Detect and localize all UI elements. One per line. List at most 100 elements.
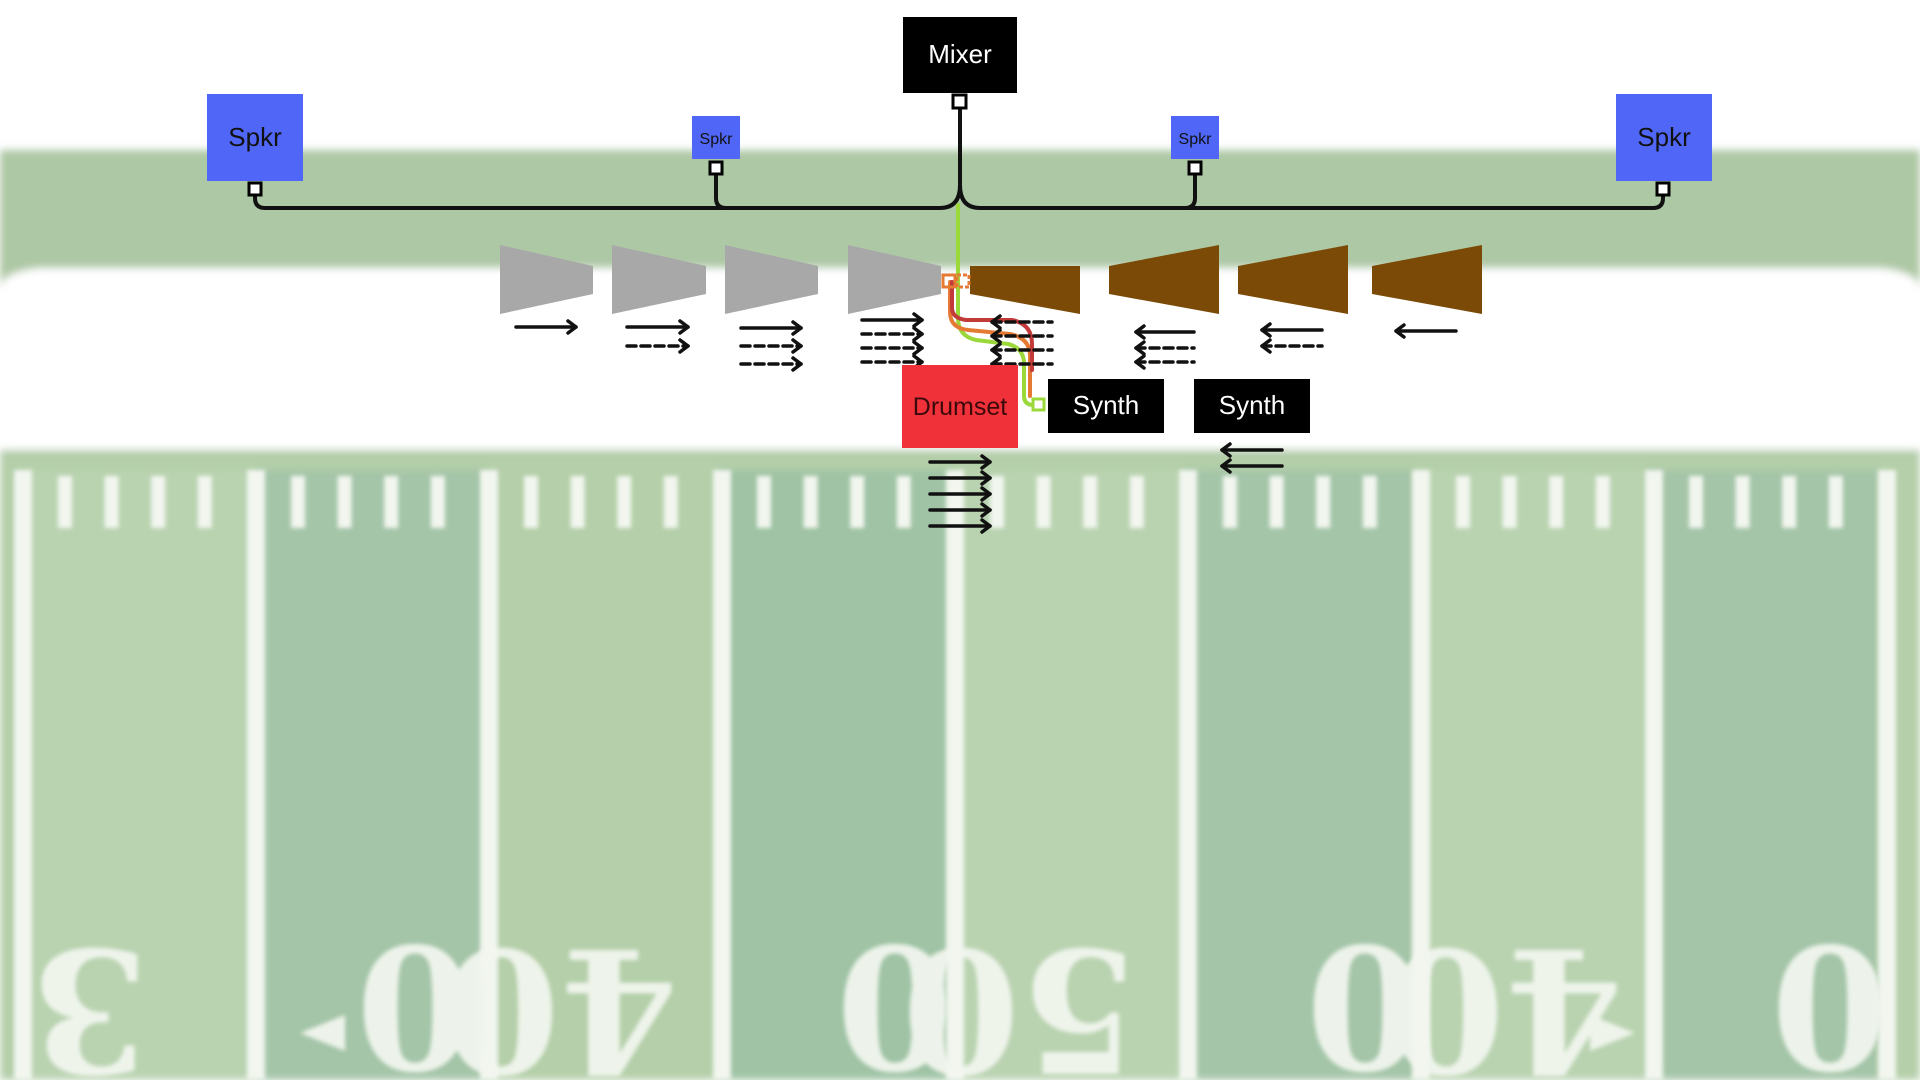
field-number: 0 xyxy=(356,911,474,1080)
arrow-left-icon xyxy=(1134,340,1196,356)
horn-icon xyxy=(1372,245,1482,314)
arrow-right-icon xyxy=(928,502,992,518)
hash-mark xyxy=(1782,476,1797,528)
hash-mark xyxy=(1549,476,1564,528)
hash-mark xyxy=(1083,476,1098,528)
synth-label: Synth xyxy=(1073,390,1140,420)
direction-arrow xyxy=(300,1015,345,1051)
connector-icon xyxy=(1187,160,1203,176)
hash-mark xyxy=(896,476,911,528)
speaker-label: Spkr xyxy=(1637,122,1691,152)
arrow-right-icon xyxy=(739,320,803,336)
hash-mark xyxy=(1362,476,1377,528)
horn-icon xyxy=(1109,245,1219,314)
direction-arrow xyxy=(1590,1015,1635,1051)
arrow-left-icon xyxy=(1134,324,1196,340)
horn-icon xyxy=(500,245,593,314)
synth-right[interactable]: Synth xyxy=(1194,379,1310,433)
hash-mark xyxy=(803,476,818,528)
arrow-right-icon xyxy=(860,340,924,356)
horn-array xyxy=(500,245,1482,314)
hash-mark xyxy=(1269,476,1284,528)
arrow-right-icon xyxy=(928,454,992,470)
hash-mark xyxy=(524,476,538,528)
speaker-label: Spkr xyxy=(700,131,734,148)
hash-mark xyxy=(151,476,166,528)
synth-left[interactable]: Synth xyxy=(1048,379,1164,433)
horn-icon xyxy=(725,245,818,314)
hash-mark xyxy=(197,476,212,528)
motion-arrows xyxy=(514,312,1458,534)
field-number: 0 xyxy=(1771,911,1889,1080)
field-number: 0 xyxy=(836,911,954,1080)
arrow-left-icon xyxy=(1260,338,1324,354)
arrow-left-icon xyxy=(1220,458,1284,474)
arrow-right-icon xyxy=(739,338,803,354)
arrow-right-icon xyxy=(860,312,924,328)
hash-mark xyxy=(1223,476,1237,528)
drumset-label: Drumset xyxy=(913,393,1008,421)
yard-lines xyxy=(14,470,1896,1080)
arrow-left-icon xyxy=(1220,442,1284,458)
speaker-small-left[interactable]: Spkr xyxy=(692,116,740,176)
arrow-right-icon xyxy=(625,338,690,354)
hash-mark xyxy=(990,476,1004,528)
field-number: 50 xyxy=(902,909,1139,1080)
horn-icon xyxy=(970,245,1080,314)
hash-mark xyxy=(337,476,352,528)
hash-mark xyxy=(1129,476,1144,528)
arrow-left-icon xyxy=(990,328,1054,344)
speaker-large-right[interactable]: Spkr xyxy=(1616,94,1712,197)
field-number: 40 xyxy=(1387,909,1624,1080)
arrow-right-icon xyxy=(514,319,578,335)
arrow-right-icon xyxy=(625,319,690,335)
hash-marks xyxy=(58,476,1843,528)
field-number: 40 xyxy=(442,909,679,1080)
arrow-right-icon xyxy=(928,518,992,534)
arrow-left-icon xyxy=(1134,354,1196,370)
hash-mark xyxy=(1502,476,1517,528)
arrow-right-icon xyxy=(928,470,992,486)
hash-mark xyxy=(1456,476,1470,528)
speaker-large-left[interactable]: Spkr xyxy=(207,94,303,197)
hash-mark xyxy=(757,476,771,528)
speaker-cables xyxy=(253,98,1665,210)
hash-mark xyxy=(1036,476,1051,528)
hash-mark xyxy=(104,476,119,528)
hash-mark xyxy=(850,476,865,528)
hash-mark xyxy=(384,476,399,528)
field-numbers: 3 0 40 0 50 0 40 0 xyxy=(31,909,1889,1080)
field-number: 3 xyxy=(31,909,149,1080)
hash-mark xyxy=(1689,476,1703,528)
hash-mark xyxy=(663,476,678,528)
horn-icon xyxy=(1238,245,1348,314)
connector-icon xyxy=(951,93,968,110)
connector-icon xyxy=(941,273,971,289)
mixer[interactable]: Mixer xyxy=(903,17,1017,110)
arrow-right-icon xyxy=(928,486,992,502)
connector-icon xyxy=(708,160,724,176)
speaker-label: Spkr xyxy=(1179,131,1213,148)
arrow-left-icon xyxy=(990,314,1054,330)
arrow-right-icon xyxy=(739,356,803,372)
hash-mark xyxy=(58,476,72,528)
field-number: 0 xyxy=(1306,911,1424,1080)
horn-icon xyxy=(612,245,706,314)
arrow-left-icon xyxy=(1394,323,1458,339)
arrow-left-icon xyxy=(1260,322,1324,338)
connector-icon xyxy=(1655,181,1671,197)
arrow-left-icon xyxy=(990,342,1054,358)
hash-mark xyxy=(1735,476,1750,528)
horn-icon xyxy=(848,245,941,314)
mixer-label: Mixer xyxy=(928,39,992,69)
drumset[interactable]: Drumset xyxy=(902,365,1018,448)
speaker-small-right[interactable]: Spkr xyxy=(1171,116,1219,176)
arrow-right-icon xyxy=(860,326,924,342)
hash-mark xyxy=(570,476,585,528)
hash-mark xyxy=(291,476,305,528)
synth-label: Synth xyxy=(1219,390,1286,420)
speaker-label: Spkr xyxy=(228,122,282,152)
hash-mark xyxy=(1595,476,1610,528)
hash-mark xyxy=(1316,476,1331,528)
